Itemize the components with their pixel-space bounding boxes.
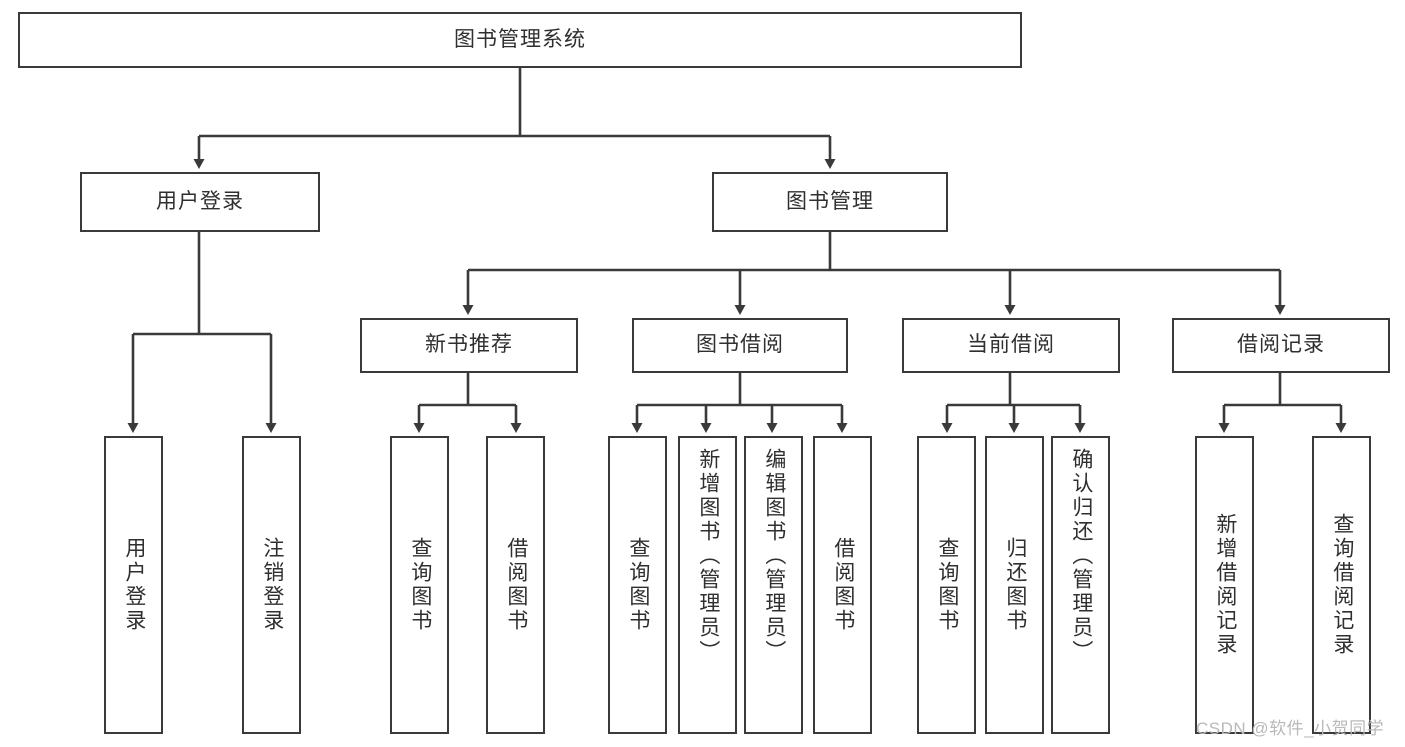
leaf-recommend-borrow-book-label: 借阅图书 — [504, 537, 528, 633]
leaf-user-login-signin[interactable]: 用户登录 — [104, 436, 163, 734]
leaf-recommend-query-book[interactable]: 查询图书 — [390, 436, 449, 734]
leaf-user-login-signin-label: 用户登录 — [122, 537, 146, 633]
node-new-book-recommend[interactable]: 新书推荐 — [360, 318, 578, 373]
leaf-current-confirm-return-label: 确认归还（管理员） — [1069, 448, 1093, 664]
leaf-user-login-signout[interactable]: 注销登录 — [242, 436, 301, 734]
leaf-recommend-query-book-label: 查询图书 — [408, 537, 432, 633]
leaf-borrow-query-book[interactable]: 查询图书 — [608, 436, 667, 734]
node-borrow-record-label: 借阅记录 — [1237, 333, 1325, 357]
node-new-book-recommend-label: 新书推荐 — [425, 333, 513, 357]
node-borrow-record[interactable]: 借阅记录 — [1172, 318, 1390, 373]
leaf-recommend-borrow-book[interactable]: 借阅图书 — [486, 436, 545, 734]
csdn-watermark: CSDN @软件_小贺同学 — [1196, 719, 1385, 738]
leaf-current-query-book-label: 查询图书 — [935, 537, 959, 633]
leaf-borrow-add-book[interactable]: 新增图书（管理员） — [678, 436, 737, 734]
node-book-management[interactable]: 图书管理 — [712, 172, 948, 232]
leaf-user-login-signout-label: 注销登录 — [260, 537, 284, 633]
leaf-borrow-edit-book-label: 编辑图书（管理员） — [762, 448, 786, 664]
node-book-borrow[interactable]: 图书借阅 — [632, 318, 848, 373]
leaf-borrow-add-book-label: 新增图书（管理员） — [696, 448, 720, 664]
node-root[interactable]: 图书管理系统 — [18, 12, 1022, 68]
leaf-record-add-record-label: 新增借阅记录 — [1213, 513, 1237, 657]
node-current-borrow-label: 当前借阅 — [967, 333, 1055, 357]
leaf-borrow-borrow-book-label: 借阅图书 — [831, 537, 855, 633]
node-user-login-label: 用户登录 — [156, 189, 244, 213]
leaf-record-add-record[interactable]: 新增借阅记录 — [1195, 436, 1254, 734]
leaf-borrow-borrow-book[interactable]: 借阅图书 — [813, 436, 872, 734]
leaf-borrow-query-book-label: 查询图书 — [626, 537, 650, 633]
node-current-borrow[interactable]: 当前借阅 — [902, 318, 1120, 373]
leaf-current-return-book[interactable]: 归还图书 — [985, 436, 1044, 734]
leaf-record-query-record[interactable]: 查询借阅记录 — [1312, 436, 1371, 734]
leaf-current-confirm-return[interactable]: 确认归还（管理员） — [1051, 436, 1110, 734]
leaf-current-return-book-label: 归还图书 — [1003, 537, 1027, 633]
node-book-borrow-label: 图书借阅 — [696, 333, 784, 357]
leaf-record-query-record-label: 查询借阅记录 — [1330, 513, 1354, 657]
leaf-current-query-book[interactable]: 查询图书 — [917, 436, 976, 734]
leaf-borrow-edit-book[interactable]: 编辑图书（管理员） — [744, 436, 803, 734]
node-root-label: 图书管理系统 — [454, 27, 586, 51]
node-user-login[interactable]: 用户登录 — [80, 172, 320, 232]
node-book-management-label: 图书管理 — [786, 189, 874, 213]
